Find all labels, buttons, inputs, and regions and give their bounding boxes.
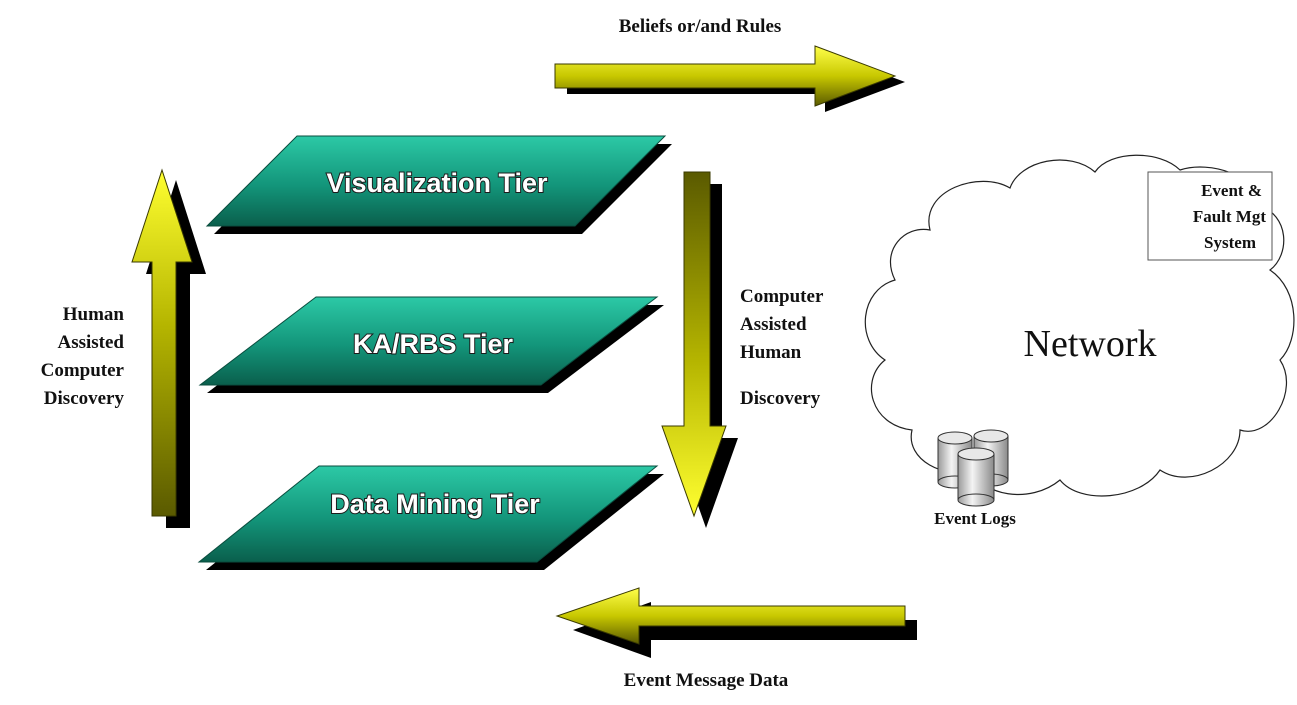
left-label-line: Human xyxy=(63,304,125,325)
network-label: Network xyxy=(1024,323,1157,365)
system-box-line: System xyxy=(1204,233,1256,252)
right-arrow-top xyxy=(554,45,905,112)
left-label-line: Assisted xyxy=(57,332,124,353)
left-arrow-label: Human Assisted Computer Discovery xyxy=(41,304,125,409)
tier-label: Visualization Tier xyxy=(326,168,548,198)
system-box-line: Fault Mgt xyxy=(1193,207,1267,226)
tier-label: KA/RBS Tier xyxy=(353,329,514,359)
system-box-line: Event & xyxy=(1201,181,1262,200)
left-label-line: Discovery xyxy=(44,388,125,409)
event-fault-system-box: Event & Fault Mgt System xyxy=(1147,171,1273,261)
down-arrow-right xyxy=(661,171,738,528)
tier-visualization: Visualization Tier xyxy=(205,135,672,234)
tier-ka-rbs: KA/RBS Tier xyxy=(198,296,664,393)
left-label-line: Computer xyxy=(41,360,125,381)
event-logs-label: Event Logs xyxy=(934,509,1016,528)
right-label-line: Discovery xyxy=(740,388,821,409)
tier-data-mining: Data Mining Tier xyxy=(197,465,664,570)
top-arrow-label: Beliefs or/and Rules xyxy=(619,16,782,37)
right-label-line: Computer xyxy=(740,286,824,307)
right-arrow-label: Computer Assisted Human Discovery xyxy=(740,286,824,409)
bottom-arrow-label: Event Message Data xyxy=(624,670,789,691)
up-arrow-left xyxy=(131,168,206,528)
right-label-line: Human xyxy=(740,342,802,363)
event-logs-database-icon xyxy=(937,429,1009,507)
right-label-line: Assisted xyxy=(740,314,807,335)
tier-label: Data Mining Tier xyxy=(330,489,540,519)
left-arrow-bottom xyxy=(555,587,917,658)
